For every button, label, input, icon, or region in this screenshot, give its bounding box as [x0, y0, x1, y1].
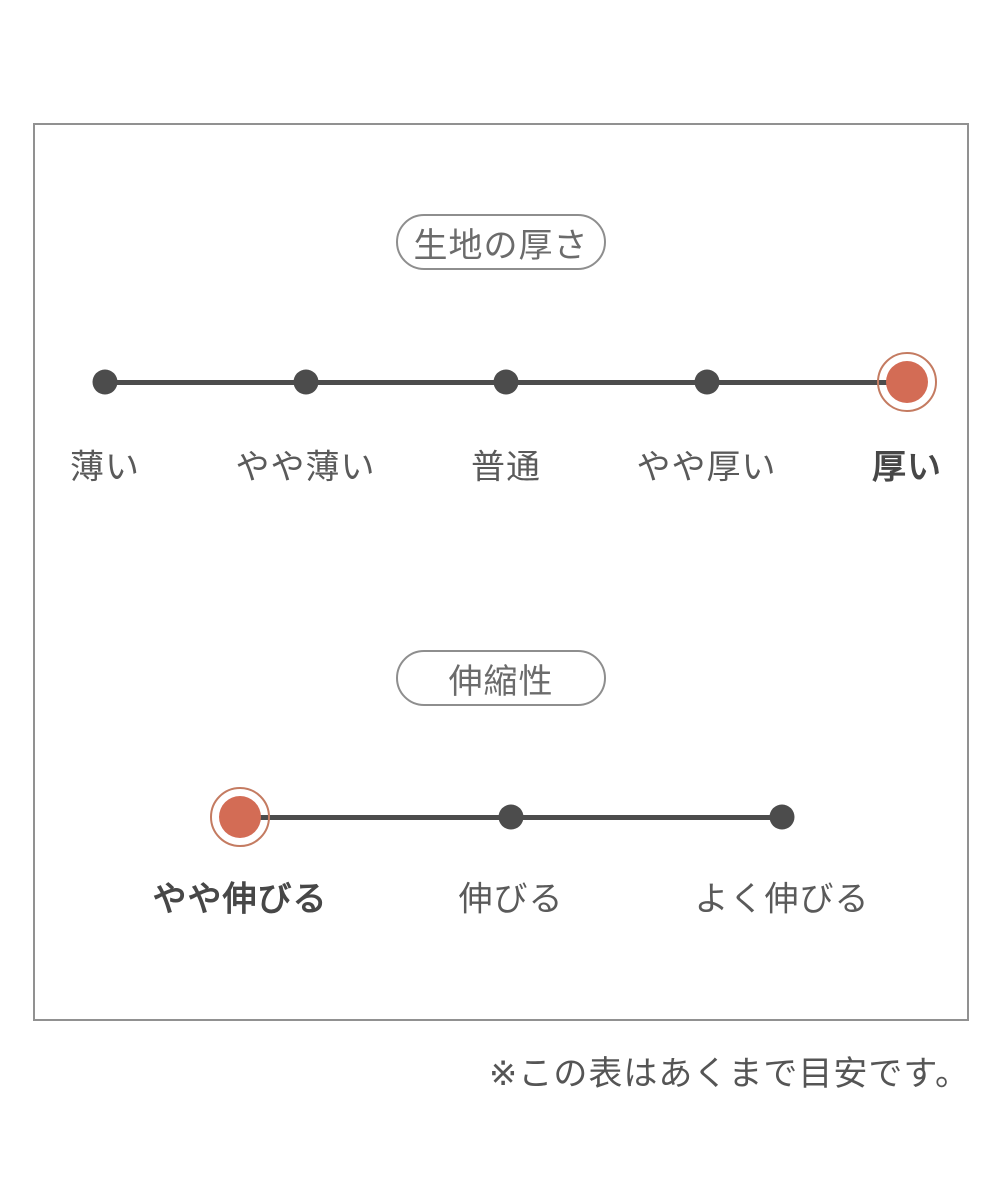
level-dot [498, 804, 524, 830]
selected-level-label: やや伸びる [152, 879, 328, 920]
level-label: よく伸びる [694, 879, 870, 920]
selected-level-label: 厚い [872, 447, 942, 488]
level-label: やや厚い [636, 447, 777, 488]
level-dot [769, 804, 795, 830]
spec-chart-box: 生地の厚さ 薄い やや薄い 普通 やや厚い 厚い 伸縮性 やや伸びる 伸びる よく伸びる [33, 123, 969, 1021]
level-label: やや薄い [235, 447, 376, 488]
selected-level-dot [219, 796, 261, 838]
thickness-title-pill: 生地の厚さ [396, 214, 606, 270]
stretch-title-pill: 伸縮性 [396, 650, 606, 706]
level-dot [92, 369, 118, 395]
selected-level-dot [886, 361, 928, 403]
thickness-title: 生地の厚さ [413, 225, 589, 266]
level-dot [293, 369, 318, 395]
stretch-title: 伸縮性 [448, 661, 554, 702]
level-label: 伸びる [458, 879, 564, 920]
level-label: 薄い [70, 447, 140, 488]
level-dot [493, 369, 519, 395]
level-label: 普通 [471, 447, 541, 488]
disclaimer-note: ※この表はあくまで目安です。 [488, 1054, 970, 1094]
level-dot [694, 369, 719, 395]
